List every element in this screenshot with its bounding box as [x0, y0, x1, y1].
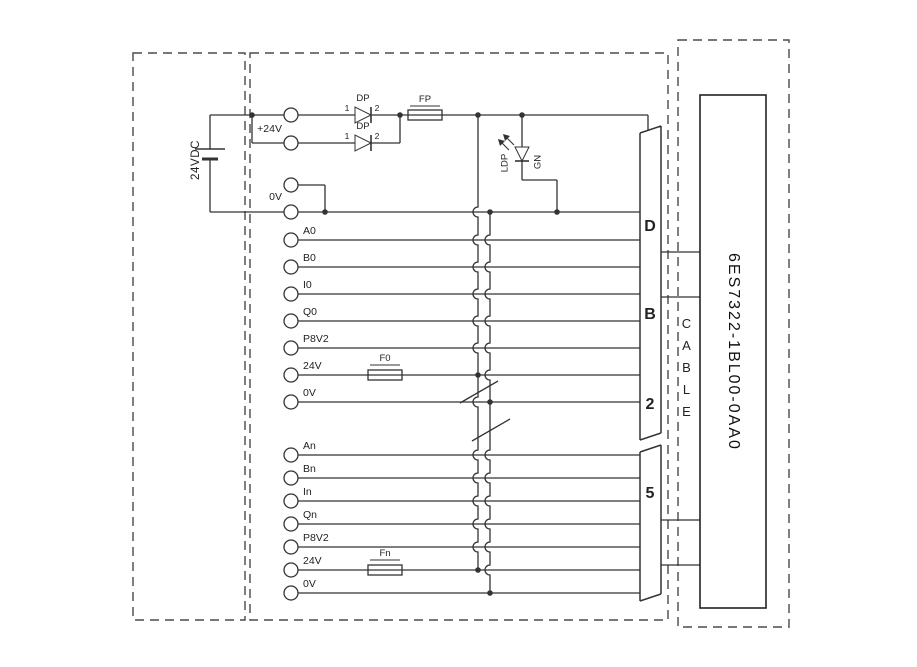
diode-label-1: DP [356, 93, 369, 104]
module-boundary [677, 39, 790, 628]
cable-wires [661, 251, 700, 566]
terminal-plus24-b [283, 135, 299, 151]
plus24-bus [472, 115, 479, 570]
fuse-f0-symbol [367, 369, 403, 381]
terminal-plus24-a [283, 107, 299, 123]
led-arrowhead [503, 134, 510, 141]
terminal-bn [283, 470, 299, 486]
terminal-q0 [283, 313, 299, 329]
terminal-an [283, 447, 299, 463]
led-emission-arrows [500, 136, 515, 151]
fuse-f0-label: F0 [379, 353, 390, 364]
terminal-label: P8V2 [303, 333, 329, 345]
connector-letter-2: 2 [646, 396, 655, 413]
terminal-24v-n [283, 562, 299, 578]
diode-triangle [354, 106, 373, 124]
diode-pin-label: 2 [375, 131, 380, 141]
terminal-label: An [303, 440, 316, 452]
cable-label: CABLE [679, 316, 694, 426]
channel-wires-groupN [298, 454, 640, 594]
led-arrowhead [498, 139, 505, 146]
plus24-wires [210, 114, 649, 144]
junction-dot [475, 372, 481, 378]
junction-dot [487, 209, 493, 215]
battery-symbol [195, 148, 225, 161]
channel-wires-group0 [298, 239, 640, 403]
terminal-in [283, 493, 299, 509]
terminal-i0 [283, 286, 299, 302]
junction-dot [475, 112, 481, 118]
diode-pin-label: 1 [345, 131, 350, 141]
junction-dot [487, 399, 493, 405]
led-branch-wire [521, 115, 558, 212]
terminal-label: In [303, 486, 312, 498]
terminal-a0 [283, 232, 299, 248]
junction-dot [554, 209, 560, 215]
terminal-label: I0 [303, 279, 312, 291]
diode-pin-label: 2 [375, 103, 380, 113]
terminal-label: 24V [303, 360, 322, 372]
diode-triangle [354, 134, 373, 152]
terminal-0v-n [283, 585, 299, 601]
terminal-0v-a [283, 177, 299, 193]
junction-dot [487, 590, 493, 596]
connector-letter-d: D [644, 218, 656, 235]
diode-label-2: DP [356, 121, 369, 132]
terminal-label: A0 [303, 225, 316, 237]
led-symbol [498, 134, 530, 163]
terminal-qn [283, 516, 299, 532]
junction-dot [397, 112, 403, 118]
junction-dot [249, 112, 255, 118]
terminal-label: Bn [303, 463, 316, 475]
junction-dot [322, 209, 328, 215]
fuse-fp-symbol [407, 109, 443, 121]
junction-dot [475, 567, 481, 573]
terminal-0v-b [283, 204, 299, 220]
terminal-label: B0 [303, 252, 316, 264]
zero-volt-bus [484, 212, 491, 593]
module-box [699, 94, 767, 609]
battery-voltage-label: 24VDC [190, 139, 202, 181]
terminal-label: P8V2 [303, 532, 329, 544]
terminal-label: 24V [303, 555, 322, 567]
terminal-0v-0 [283, 394, 299, 410]
zero-volt-wires [210, 184, 640, 213]
module-code-label: 6ES7322-1BL00-0AA0 [725, 252, 742, 451]
terminal-24v-0 [283, 367, 299, 383]
diode-dp-2 [354, 134, 373, 152]
connector-letter-b: B [644, 306, 656, 323]
led-name-label: LDP [499, 153, 511, 173]
line-break-marks [459, 380, 511, 442]
connector-letter-5: 5 [646, 485, 655, 502]
terminal-label: 0V [303, 578, 316, 590]
terminal-board-boundary [249, 52, 669, 621]
terminal-b0 [283, 259, 299, 275]
terminal-label: Qn [303, 509, 317, 521]
terminal-label: Q0 [303, 306, 317, 318]
label-underlines [370, 105, 440, 561]
plus24-terminal-label: +24V [257, 123, 282, 135]
terminal-p8v2-0 [283, 340, 299, 356]
power-supply-boundary [132, 52, 246, 621]
fuse-fn-symbol [367, 564, 403, 576]
junction-dot [519, 112, 525, 118]
led-color-label: GN [532, 154, 544, 170]
terminal-label: 0V [303, 387, 316, 399]
diode-pin-label: 1 [345, 103, 350, 113]
connector-lower-half [639, 444, 662, 602]
diode-dp-1 [354, 106, 373, 124]
connector-upper-half [639, 125, 662, 441]
terminal-p8v2-n [283, 539, 299, 555]
fuse-fp-label: FP [419, 94, 431, 105]
fuse-fn-label: Fn [379, 548, 390, 559]
led-triangle [514, 146, 530, 163]
zero-volt-terminal-label: 0V [269, 191, 282, 203]
